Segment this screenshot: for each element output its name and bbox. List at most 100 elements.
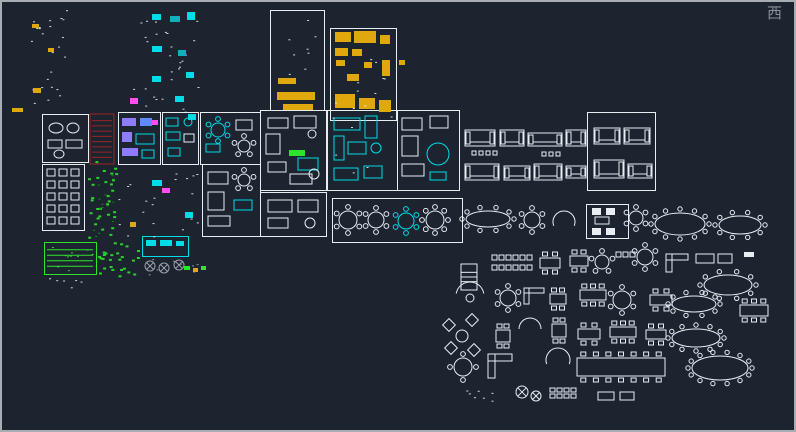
chair-seat [559,287,565,293]
tiny-block-mark [110,172,114,175]
tiny-block-mark [114,167,118,170]
oval-element [48,122,64,134]
tiny-block-mark [491,392,494,394]
sofa-elevation [533,163,563,181]
furniture-outline [141,149,155,159]
round-element [183,117,193,127]
tiny-block-mark [49,20,52,22]
tiny-block-mark [197,87,200,88]
chair-seat [559,338,566,344]
block-mark [278,78,296,84]
chair-seat [551,287,557,293]
block-mark [744,252,754,257]
chair-seat [716,269,722,275]
grid-cell [570,387,577,393]
round-element [426,142,450,166]
chair-seat [760,317,767,323]
chair-seat [648,323,654,329]
sofa-arm [628,165,634,177]
grid-cell [570,393,577,399]
block-mark [347,74,359,81]
tiny-block-mark [383,78,386,80]
chair-seat [571,249,578,255]
chair-seat [607,303,614,310]
sofa-arm [594,161,600,177]
chair-seat [419,217,425,223]
block-mark [592,208,601,215]
chair-seat [526,264,533,271]
sofa-arm [528,134,534,145]
chair-seat [496,323,503,329]
block-panel [260,192,327,237]
chair-seat [748,274,754,280]
chair-seat [609,255,616,262]
block-mark [277,92,315,100]
chair-seat [250,174,257,180]
sofa-arm [465,131,471,145]
sofa-arm [500,131,506,145]
chair-seat [721,335,727,341]
chair-seat [618,351,624,357]
oval-conference-table [691,355,749,381]
tiny-block-mark [118,275,122,278]
round-table [612,290,632,310]
furniture-outline [429,115,449,129]
chair-seat [615,251,622,258]
tiny-block-mark [390,116,393,118]
block-mark [352,49,362,56]
tiny-block-mark [110,254,114,257]
chair-seat [591,322,598,328]
chair-seat [749,365,755,371]
grid-cell [70,204,80,213]
tiny-block-mark [33,21,35,23]
tiny-block-mark [152,223,155,225]
rect-table [551,323,567,338]
tiny-block-mark [174,179,177,180]
chair-seat [505,264,512,271]
tiny-block-mark [102,251,106,254]
tiny-block-mark [64,255,67,257]
l-shaped-sofa [665,253,689,261]
tiny-block-mark [140,22,143,24]
chair-seat [383,211,390,217]
l-shaped-sofa [523,287,545,294]
tiny-block-mark [41,87,44,89]
chair-seat [658,323,664,329]
tiny-block-mark [88,236,92,239]
chair-seat [717,229,723,236]
sofa-arm [580,167,586,177]
tiny-block-mark [193,40,196,42]
tiny-block-mark [491,400,494,402]
tiny-block-mark [120,243,124,246]
tiny-block-mark [307,20,310,21]
chair-seat [356,223,363,230]
chair-seat [665,301,671,307]
block-mark [176,241,184,246]
tiny-block-mark [306,48,309,50]
tiny-block-mark [38,28,41,30]
sofa-arm [624,129,630,143]
furniture-outline [293,115,317,129]
chair-seat [662,234,669,240]
tiny-block-mark [70,287,73,289]
furniture-outline [207,191,225,211]
round-table [425,210,445,230]
block-mark [354,31,376,43]
furniture-outline [235,119,253,131]
tiny-block-mark [108,258,112,261]
chair-seat [493,204,499,211]
chair-seat [494,301,501,307]
tiny-block-mark [144,36,147,38]
tiny-block-mark [152,259,155,261]
tiny-block-mark [113,211,117,214]
plant-branch [175,261,183,269]
chair-seat [224,121,231,128]
furniture-outline [167,147,181,157]
tiny-block-mark [466,390,469,392]
tiny-block-mark [49,26,52,28]
chair-seat [605,377,612,383]
tiny-block-mark [356,90,359,92]
chair-seat [590,283,596,289]
tiny-block-mark [69,255,72,257]
